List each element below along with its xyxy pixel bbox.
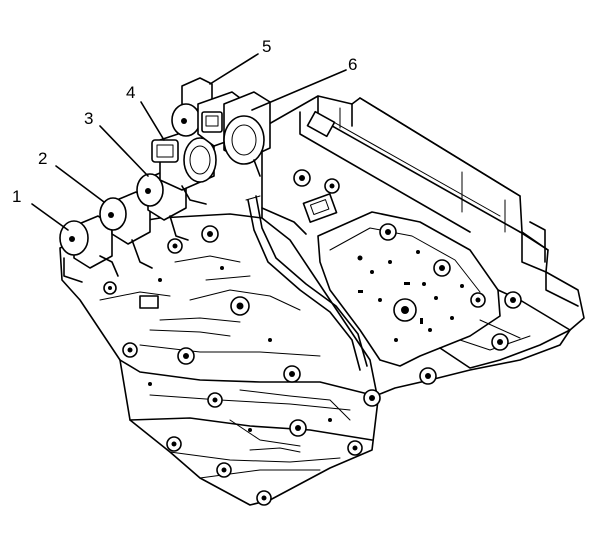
solenoid-1 [59, 215, 119, 283]
callout-1: 1 [12, 187, 21, 206]
leader-line-3 [99, 125, 149, 177]
leader-lines [31, 53, 347, 231]
separator-plate [317, 211, 501, 367]
callout-4: 4 [126, 83, 135, 102]
leader-line-2 [55, 165, 105, 203]
main-valve-body [59, 213, 381, 506]
callout-3: 3 [84, 109, 93, 128]
leader-line-5 [209, 53, 259, 85]
solenoid-6 [223, 91, 271, 177]
leader-line-4 [140, 101, 165, 141]
callout-5: 5 [262, 37, 271, 56]
leader-line-1 [31, 203, 69, 231]
callout-6: 6 [348, 55, 357, 74]
solenoid-2 [99, 191, 153, 269]
right-casting [293, 169, 571, 385]
solenoid-4 [151, 127, 217, 205]
callout-labels: 1 2 3 4 5 6 [12, 37, 357, 206]
leader-line-6 [251, 69, 347, 111]
wiring-harness [245, 193, 368, 371]
callout-2: 2 [38, 149, 47, 168]
